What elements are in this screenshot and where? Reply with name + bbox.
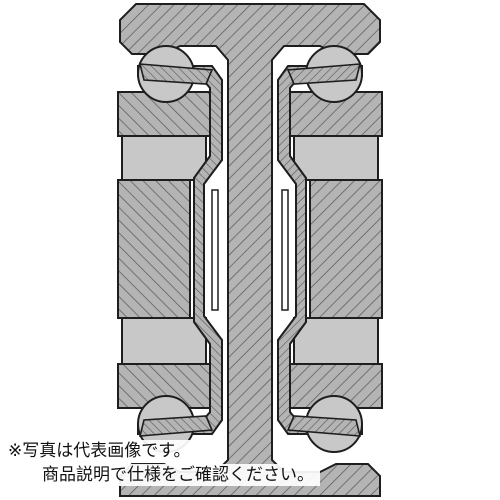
caption-check-specifications: 商品説明で仕様をご確認ください。 (42, 464, 320, 486)
left-gap-strip (211, 189, 219, 311)
caption-representative-image: ※写真は代表画像です。 (8, 440, 197, 462)
retainer-top-left (138, 63, 214, 85)
retainer-bottom-left (138, 415, 214, 437)
retainer-top-right (286, 63, 362, 85)
retainer-bottom-right (286, 415, 362, 437)
right-gap-strip (281, 189, 289, 311)
